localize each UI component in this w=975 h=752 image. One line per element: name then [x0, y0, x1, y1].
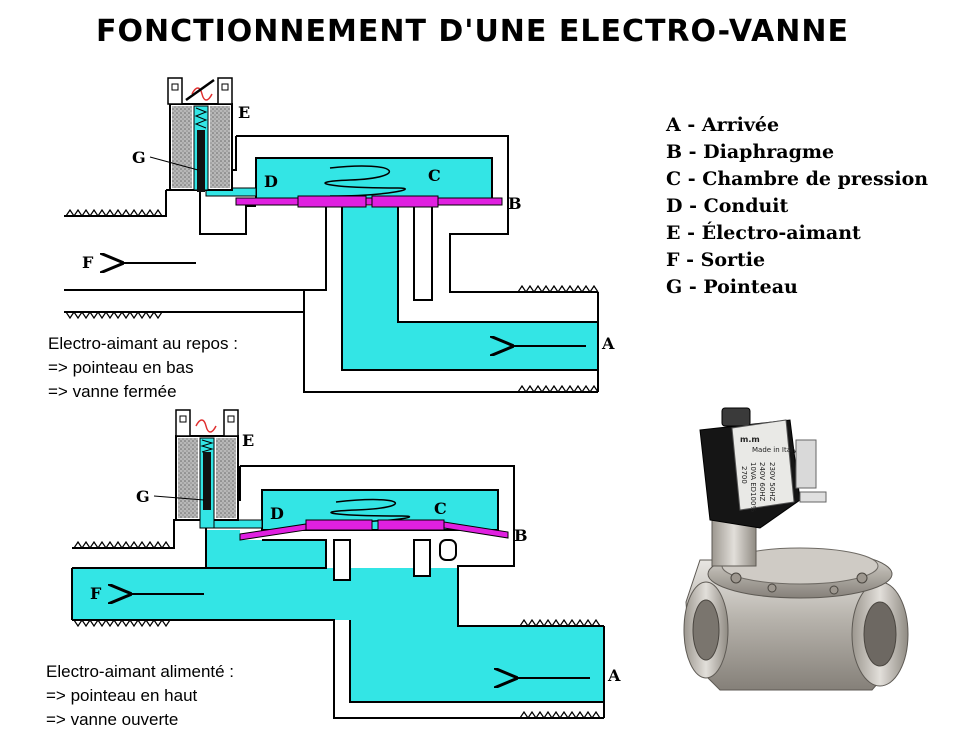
- legend-item-g: G - Pointeau: [666, 276, 798, 298]
- thread-left-bottom: [65, 310, 163, 320]
- page-title: FONCTIONNEMENT D'UNE ELECTRO-VANNE: [96, 14, 849, 49]
- photo-brand: m.m: [740, 435, 760, 444]
- spring: [330, 498, 410, 523]
- label-g: G: [132, 148, 146, 167]
- thread-left-top: [73, 540, 171, 550]
- caption-closed: Electro-aimant au repos : => pointeau en…: [48, 332, 238, 404]
- thread-right-top: [517, 284, 599, 294]
- label-b: B: [508, 194, 522, 213]
- thread-left-bottom: [73, 618, 171, 628]
- label-d: D: [270, 504, 284, 523]
- leader-g: [153, 495, 205, 501]
- photo-plate-origin: Made in Italy: [752, 446, 797, 454]
- leader-g: [149, 156, 199, 171]
- electromagnet: [167, 77, 233, 192]
- legend-item-c: C - Chambre de pression: [666, 168, 929, 190]
- legend-item-f: F - Sortie: [666, 249, 766, 271]
- label-g: G: [136, 487, 150, 506]
- label-e: E: [242, 431, 254, 450]
- legend-item-a: A - Arrivée: [666, 114, 780, 136]
- caption-closed-line-2: => pointeau en bas: [48, 358, 194, 377]
- conduit: [209, 519, 263, 529]
- label-f: F: [90, 584, 102, 603]
- thread-right-bottom: [517, 384, 599, 394]
- caption-closed-line-1: Electro-aimant au repos :: [48, 334, 238, 353]
- diagram-closed: E G D C B F A: [64, 77, 615, 394]
- thread-right-bottom: [519, 710, 601, 720]
- valve-ribs: [333, 539, 457, 581]
- label-f: F: [82, 253, 94, 272]
- label-e: E: [238, 103, 250, 122]
- label-c: C: [428, 166, 441, 185]
- caption-open-line-3: => vanne ouverte: [46, 710, 179, 729]
- caption-open: Electro-aimant alimenté : => pointeau en…: [46, 660, 234, 732]
- legend-item-b: B - Diaphragme: [666, 141, 835, 163]
- diaphragm: [239, 519, 509, 541]
- diagram-open: E G D C B F A: [71, 409, 621, 720]
- spring: [324, 165, 406, 197]
- caption-closed-line-3: => vanne fermée: [48, 382, 177, 401]
- photo-plate-line-4: 2700: [740, 466, 748, 484]
- label-a: A: [607, 666, 621, 685]
- photo-plate-line-1: 230V 50HZ: [768, 462, 776, 502]
- legend-item-d: D - Conduit: [666, 195, 789, 217]
- caption-open-line-1: Electro-aimant alimenté :: [46, 662, 235, 681]
- electromagnet: [175, 409, 239, 529]
- label-a: A: [601, 334, 615, 353]
- label-c: C: [434, 499, 447, 518]
- diaphragm: [235, 195, 503, 208]
- fluid-path: [72, 530, 604, 702]
- label-b: B: [514, 526, 528, 545]
- fluid-inlet: [342, 206, 598, 370]
- label-d: D: [264, 172, 278, 191]
- legend: A - Arrivée B - Diaphragme C - Chambre d…: [666, 112, 928, 301]
- photo-plate-line-3: 10VA ED100%: [749, 462, 757, 512]
- valve-photo: m.m Made in Italy 230V 50HZ 240V 60HZ 10…: [683, 407, 909, 691]
- caption-open-line-2: => pointeau en haut: [46, 686, 198, 705]
- legend-item-e: E - Électro-aimant: [666, 222, 861, 244]
- photo-plate-line-2: 240V 60HZ: [758, 462, 766, 502]
- thread-left-top: [65, 208, 163, 218]
- thread-right-top: [519, 618, 601, 628]
